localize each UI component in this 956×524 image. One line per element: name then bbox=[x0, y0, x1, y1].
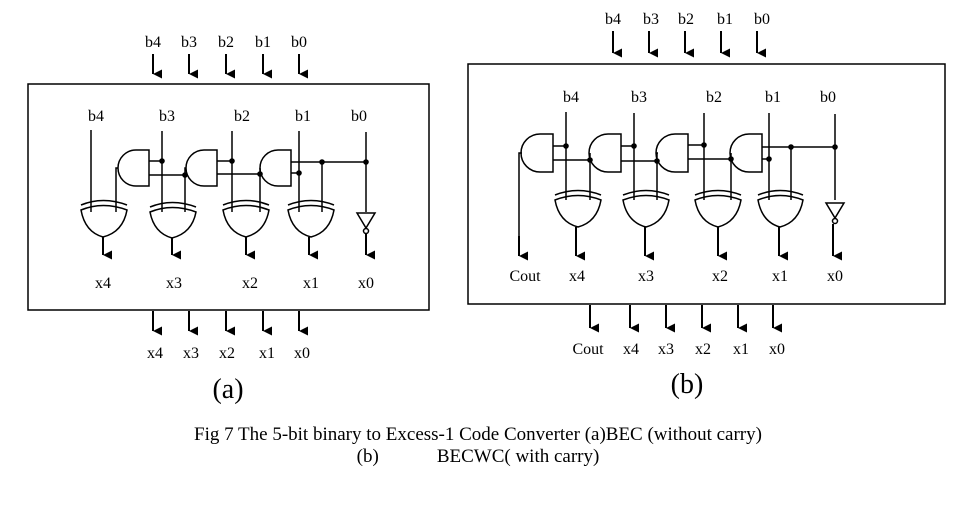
figure-caption-line-2: (b) BECWC( with carry) bbox=[0, 446, 956, 468]
panel-a-box bbox=[27, 83, 430, 311]
panel-b-bottom-output-label: x3 bbox=[658, 341, 674, 358]
xor-gate bbox=[554, 189, 602, 228]
panel-b-wiring bbox=[518, 112, 846, 236]
panel-b-inner-output-label: x2 bbox=[712, 268, 728, 285]
panel-b-inner-output-label: Cout bbox=[509, 268, 541, 285]
panel-b-box bbox=[467, 63, 946, 305]
panel-b-junctions bbox=[563, 142, 838, 164]
panel-a-wiring bbox=[80, 130, 377, 239]
panel-b-bottom-output-label: x4 bbox=[623, 341, 639, 358]
panel-b-output-arrows bbox=[589, 305, 782, 333]
panel-b-bottom-output-label: x2 bbox=[695, 341, 711, 358]
panel-b-bottom-output-label: x0 bbox=[769, 341, 785, 358]
and-gate bbox=[117, 149, 150, 187]
xor-gate bbox=[757, 189, 804, 228]
panel-b-bottom-output-label: Cout bbox=[572, 341, 604, 358]
panel-b-inner-input-label: b0 bbox=[820, 89, 836, 106]
not-gate bbox=[824, 202, 846, 225]
caption-panel-b-ref: (b) bbox=[356, 446, 379, 467]
panel-b-inner-output-label: x3 bbox=[638, 268, 654, 285]
panel-a-inner-output-label: x2 bbox=[242, 275, 258, 292]
panel-b: b4 b3 b2 b1 b0 b4 b3 b2 b1 b0 bbox=[467, 11, 946, 400]
panel-a-bottom-output-label: x3 bbox=[183, 345, 199, 362]
panel-b-bottom-output-label: x1 bbox=[733, 341, 749, 358]
panel-b-top-input-label: b3 bbox=[643, 11, 659, 28]
panel-b-inner-output-label: x0 bbox=[827, 268, 843, 285]
panel-a-top-input-label: b3 bbox=[181, 34, 197, 51]
xor-gate bbox=[80, 199, 128, 238]
panel-b-inner-input-label: b2 bbox=[706, 89, 722, 106]
and-gate bbox=[588, 133, 622, 173]
not-gate bbox=[355, 212, 377, 235]
panel-b-top-input-label: b1 bbox=[717, 11, 733, 28]
panel-a-inner-output-label: x3 bbox=[166, 275, 182, 292]
and-gate bbox=[655, 133, 689, 173]
xor-gate bbox=[222, 199, 270, 238]
panel-b-inner-output-label: x4 bbox=[569, 268, 585, 285]
xor-gate bbox=[149, 201, 197, 239]
panel-a-bottom-output-label: x1 bbox=[259, 345, 275, 362]
panel-a-inner-input-label: b4 bbox=[88, 108, 104, 125]
panel-a-bottom-output-label: x2 bbox=[219, 345, 235, 362]
xor-gate bbox=[694, 189, 742, 228]
panel-a-inner-input-label: b3 bbox=[159, 108, 175, 125]
panel-a-inner-input-label: b1 bbox=[295, 108, 311, 125]
caption-panel-b-desc: BECWC( with carry) bbox=[436, 446, 600, 467]
panel-a-inner-input-label: b0 bbox=[351, 108, 367, 125]
panel-a-inner-output-label: x0 bbox=[358, 275, 374, 292]
and-gate bbox=[520, 133, 554, 173]
panel-b-top-input-label: b4 bbox=[605, 11, 621, 28]
panel-a-top-input-label: b1 bbox=[255, 34, 271, 51]
panel-b-input-arrows bbox=[612, 31, 766, 58]
panel-a-junctions bbox=[159, 158, 369, 178]
xor-gate bbox=[622, 189, 670, 228]
figure-caption-line-1: Fig 7 The 5-bit binary to Excess-1 Code … bbox=[194, 424, 762, 445]
and-gate bbox=[729, 133, 763, 173]
xor-gate bbox=[287, 199, 335, 238]
panel-a-bottom-output-label: x0 bbox=[294, 345, 310, 362]
panel-b-inner-input-label: b4 bbox=[563, 89, 579, 106]
panel-a-bottom-output-label: x4 bbox=[147, 345, 163, 362]
panel-a-top-input-label: b2 bbox=[218, 34, 234, 51]
panel-b-subtitle: (b) bbox=[671, 369, 704, 400]
panel-b-inner-output-label: x1 bbox=[772, 268, 788, 285]
panel-a-inner-output-label: x1 bbox=[303, 275, 319, 292]
panel-b-inner-input-label: b3 bbox=[631, 89, 647, 106]
panel-a-top-input-label: b0 bbox=[291, 34, 307, 51]
and-gate bbox=[185, 149, 218, 187]
panel-a-top-input-label: b4 bbox=[145, 34, 161, 51]
panel-b-inner-input-label: b1 bbox=[765, 89, 781, 106]
panel-a-inner-output-arrows bbox=[102, 234, 375, 260]
panel-a-inner-output-label: x4 bbox=[95, 275, 111, 292]
panel-b-inner-output-arrows bbox=[518, 224, 842, 261]
panel-b-top-input-label: b0 bbox=[754, 11, 770, 28]
panel-a-output-arrows bbox=[152, 311, 308, 336]
and-gate bbox=[259, 149, 292, 187]
panel-a-input-arrows bbox=[152, 54, 308, 79]
panel-a-subtitle: (a) bbox=[212, 374, 243, 405]
panel-a: b4 b3 b2 b1 b0 b4 b3 b2 b1 b0 bbox=[27, 34, 430, 405]
panel-b-top-input-label: b2 bbox=[678, 11, 694, 28]
cout-wire bbox=[518, 152, 522, 236]
panel-a-inner-input-label: b2 bbox=[234, 108, 250, 125]
